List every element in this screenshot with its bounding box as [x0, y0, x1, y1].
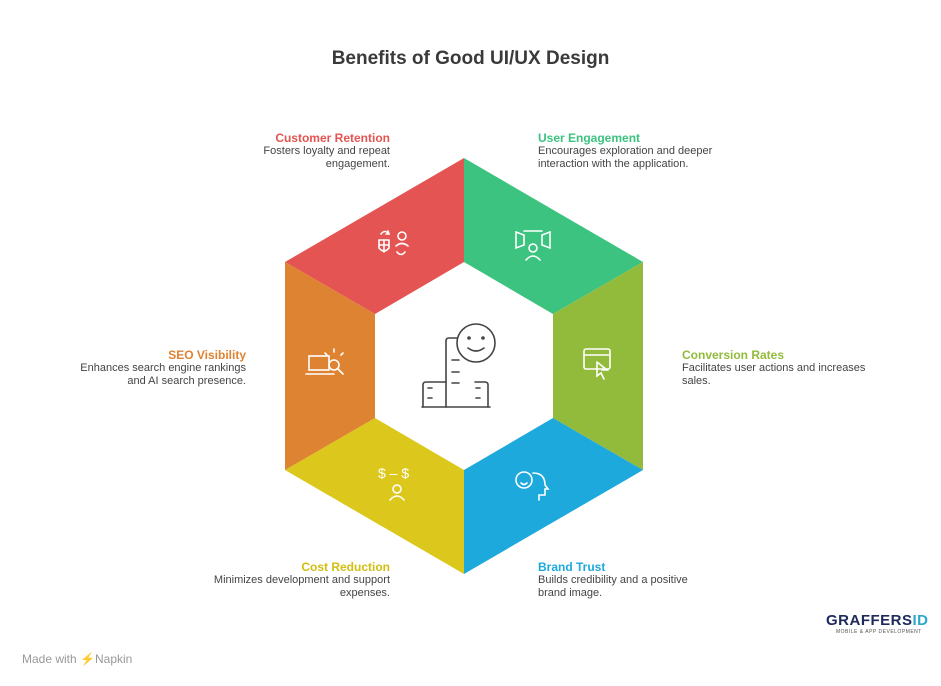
segment-title: SEO Visibility	[168, 348, 246, 362]
segment-conversion-rates	[553, 262, 643, 470]
segment-description: Encourages exploration and deeper intera…	[538, 145, 713, 170]
label-cost-reduction: Cost Reduction Minimizes development and…	[200, 560, 390, 600]
segment-seo-visibility	[285, 262, 375, 470]
segment-description: Enhances search engine rankings and AI s…	[80, 362, 246, 387]
segment-title: Conversion Rates	[682, 348, 785, 362]
label-conversion-rates: Conversion Rates Facilitates user action…	[682, 348, 872, 388]
napkin-logo-icon: ⚡	[80, 652, 95, 666]
label-brand-trust: Brand Trust Builds credibility and a pos…	[538, 560, 718, 600]
svg-text:$ – $: $ – $	[378, 465, 409, 481]
shield-user-cycle-icon	[378, 230, 409, 256]
segment-description: Builds credibility and a positive brand …	[538, 574, 688, 599]
segment-description: Fosters loyalty and repeat engagement.	[263, 145, 390, 170]
segment-user-engagement	[464, 158, 643, 314]
page-title: Benefits of Good UI/UX Design	[331, 48, 610, 69]
segment-customer-retention	[285, 158, 464, 314]
segment-title: User Engagement	[538, 131, 641, 145]
segment-title: Brand Trust	[538, 560, 606, 574]
label-seo-visibility: SEO Visibility Enhances search engine ra…	[60, 348, 246, 388]
logo-accent: ID	[912, 612, 929, 629]
made-with-text: Made with	[22, 652, 77, 666]
segment-brand-trust	[464, 418, 643, 574]
napkin-brand: Napkin	[95, 652, 133, 666]
segment-title: Customer Retention	[275, 131, 390, 145]
segment-cost-reduction	[285, 418, 464, 574]
smiley-buildings-icon	[421, 323, 496, 408]
segment-description: Minimizes development and support expens…	[213, 574, 390, 599]
graffersid-logo: GRAFFERSID MOBILE & APP DEVELOPMENT	[826, 612, 929, 635]
faces-icon	[515, 471, 550, 501]
label-user-engagement: User Engagement Encourages exploration a…	[538, 131, 718, 171]
user-screens-icon	[515, 230, 551, 261]
browser-click-dollar-icon	[583, 348, 611, 380]
napkin-attribution[interactable]: Made with ⚡Napkin	[22, 652, 132, 666]
logo-tagline: MOBILE & APP DEVELOPMENT	[836, 629, 922, 635]
label-customer-retention: Customer Retention Fosters loyalty and r…	[240, 131, 390, 171]
laptop-search-icon	[305, 348, 344, 375]
segment-description: Facilitates user actions and increases s…	[682, 362, 866, 387]
logo-main: GRAFFERS	[826, 612, 913, 629]
segment-title: Cost Reduction	[301, 560, 390, 574]
dollar-minus-user-icon: $ – $	[378, 465, 409, 501]
